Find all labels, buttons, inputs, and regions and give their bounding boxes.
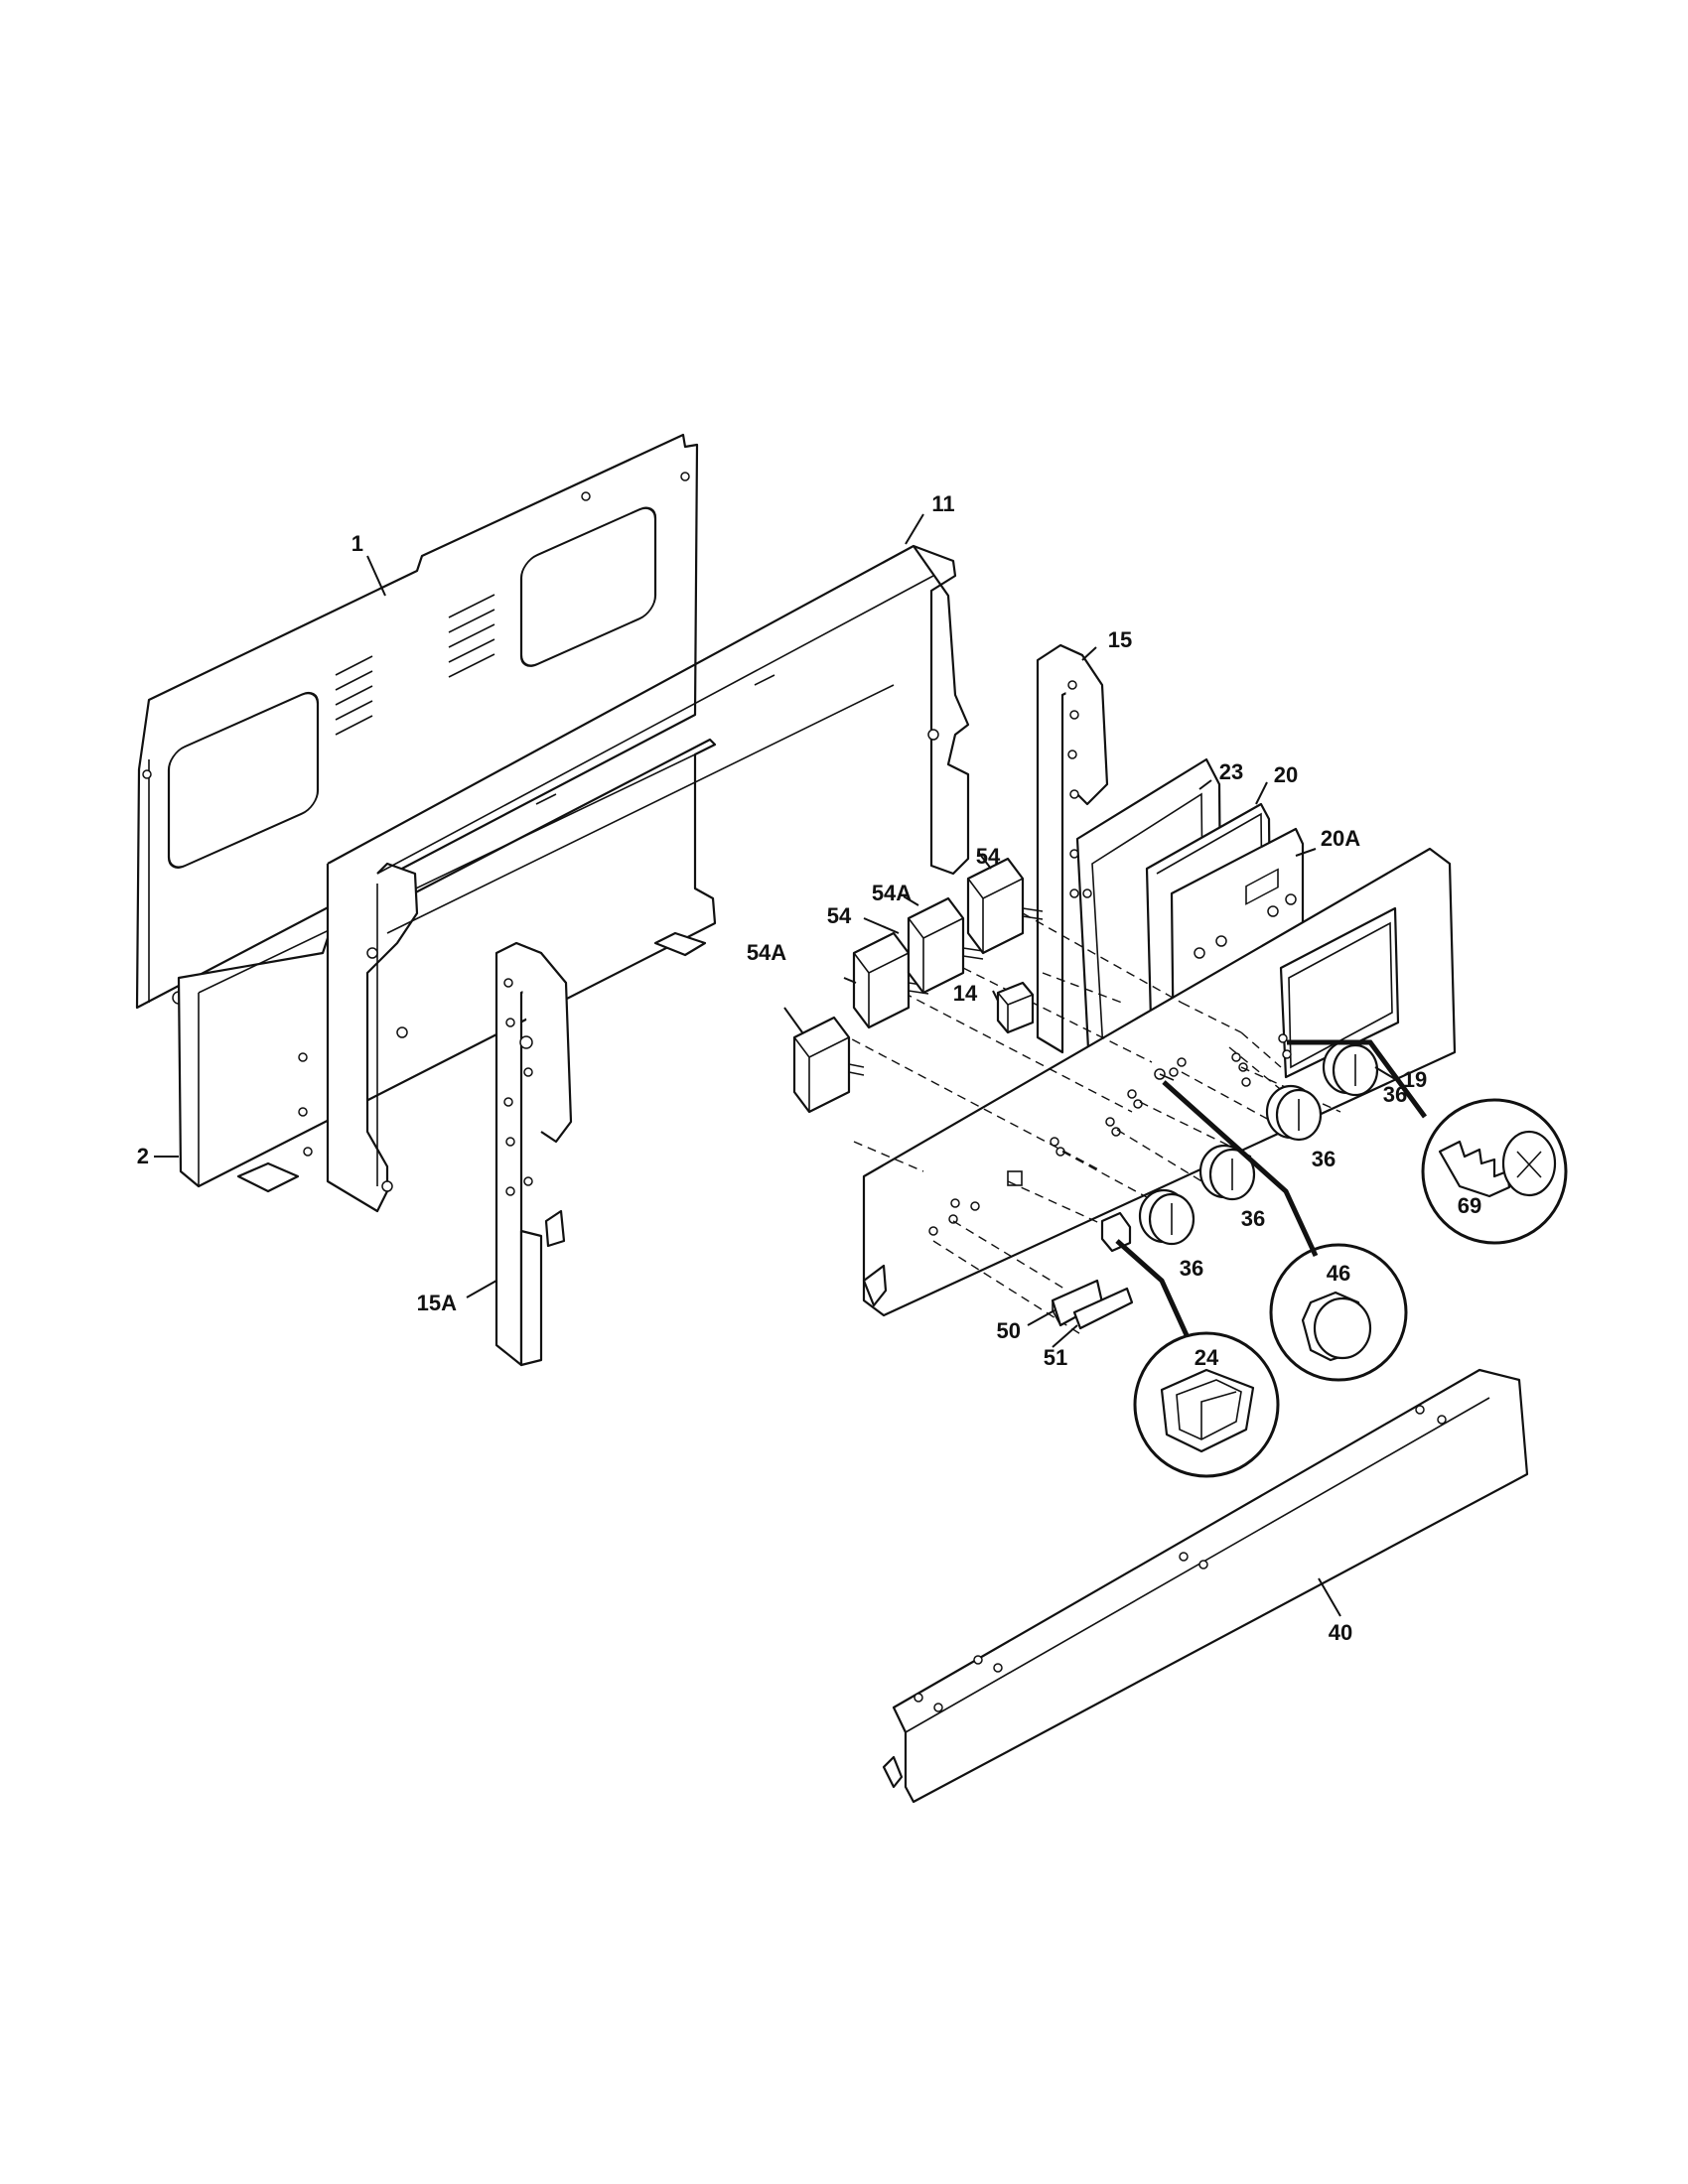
label-part-36-c: 36 xyxy=(1312,1147,1336,1171)
label-part-36-d: 36 xyxy=(1383,1082,1407,1107)
knob-part-36-d xyxy=(1322,1039,1379,1097)
part-labels: 1 2 11 15 23 20 20A 54 54A 54 54A 14 19 … xyxy=(137,491,1481,1645)
switch-part-14 xyxy=(996,981,1035,1034)
fasteners xyxy=(1154,1033,1292,1081)
label-part-40: 40 xyxy=(1329,1620,1352,1645)
label-part-36-b: 36 xyxy=(1241,1206,1265,1231)
label-part-23: 23 xyxy=(1219,759,1243,784)
label-part-54a-lower: 54A xyxy=(747,940,786,965)
label-part-19: 19 xyxy=(1403,1067,1427,1092)
detail-circle-69 xyxy=(1421,1098,1568,1245)
label-part-24: 24 xyxy=(1195,1345,1219,1370)
switch-part-54-upper xyxy=(966,857,1044,955)
label-part-14: 14 xyxy=(953,981,978,1006)
label-part-50: 50 xyxy=(997,1318,1021,1343)
label-part-54a-upper: 54A xyxy=(872,881,912,905)
frame-part-11 xyxy=(326,544,970,1213)
switch-part-54-lower xyxy=(852,931,929,1029)
rocker-switch-small xyxy=(1100,1211,1132,1253)
bezel-part-51 xyxy=(1072,1287,1134,1330)
detail-circle-46 xyxy=(1269,1243,1408,1382)
control-panel-part-19 xyxy=(862,847,1457,1317)
side-bracket-part-15a xyxy=(494,941,573,1367)
label-part-15a: 15A xyxy=(417,1291,457,1315)
label-part-20: 20 xyxy=(1274,762,1298,787)
side-bracket-part-15 xyxy=(1036,643,1109,1054)
back-panel-part-1 xyxy=(135,433,699,1010)
leader-lines xyxy=(154,513,1396,1617)
knob-part-36-c xyxy=(1265,1084,1323,1142)
label-part-51: 51 xyxy=(1044,1345,1067,1370)
label-part-20a: 20A xyxy=(1321,826,1360,851)
label-part-1: 1 xyxy=(352,531,363,556)
trim-part-40 xyxy=(882,1368,1529,1804)
switch-part-54a-lower xyxy=(792,1016,865,1114)
label-part-54-lower: 54 xyxy=(827,903,852,928)
detail-circle-24 xyxy=(1133,1331,1280,1478)
knob-part-36-b xyxy=(1198,1144,1256,1201)
label-part-15: 15 xyxy=(1108,627,1132,652)
label-part-46: 46 xyxy=(1327,1261,1350,1286)
callout-lines xyxy=(1115,1039,1428,1337)
label-part-54-upper: 54 xyxy=(976,844,1001,869)
switch-part-54a-upper xyxy=(907,896,984,995)
label-part-69: 69 xyxy=(1458,1193,1481,1218)
knob-part-36-a xyxy=(1138,1188,1196,1246)
label-part-36-a: 36 xyxy=(1180,1256,1203,1281)
label-part-11: 11 xyxy=(931,491,954,516)
label-part-2: 2 xyxy=(137,1144,149,1168)
